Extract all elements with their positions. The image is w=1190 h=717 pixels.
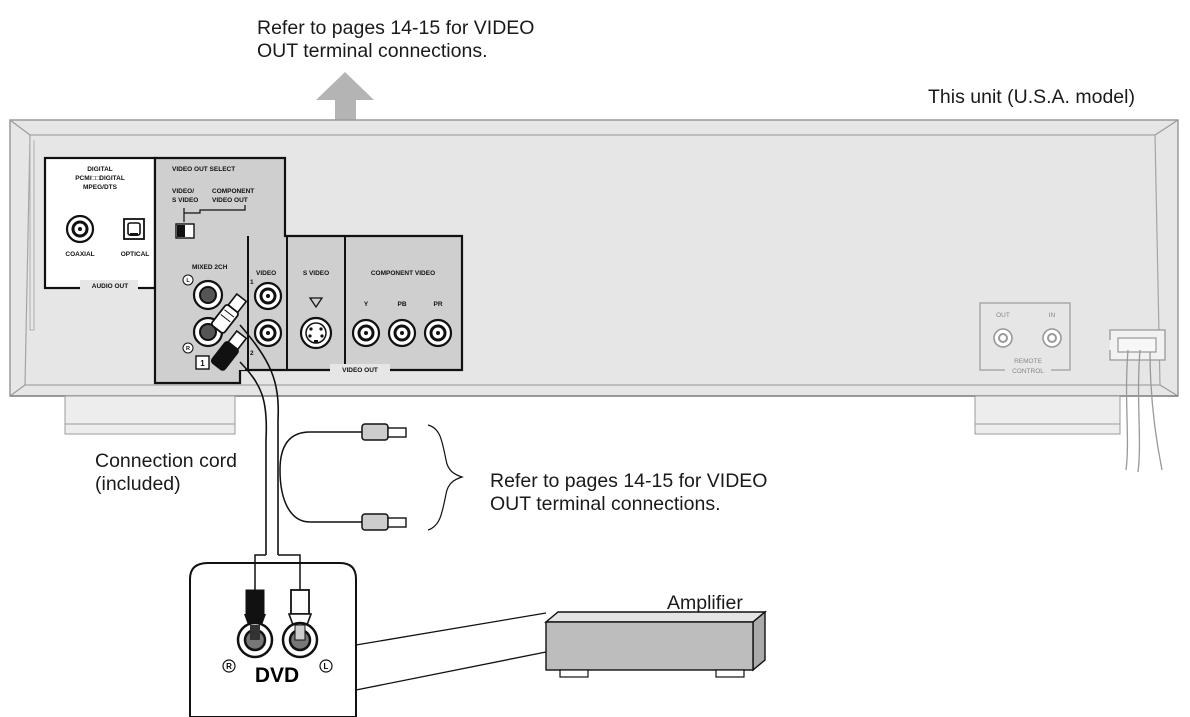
- digital-header-2: PCM/□□DIGITAL: [75, 175, 125, 182]
- remote-out-jack[interactable]: [993, 328, 1013, 348]
- remote-control-label-2: CONTROL: [1012, 368, 1044, 375]
- video-1-label: 1: [250, 279, 254, 286]
- unit-caption: This unit (U.S.A. model): [928, 86, 1135, 108]
- mixed-2ch-plugs: [210, 292, 248, 371]
- digital-audio-out-block: DIGITAL PCM/□□DIGITAL MPEG/DTS COAXIAL O…: [43, 156, 157, 290]
- top-refer-line-2: OUT terminal connections.: [257, 40, 488, 62]
- select-left-2: S VIDEO: [172, 197, 198, 204]
- video-out-select-label: VIDEO OUT SELECT: [172, 166, 235, 173]
- right-refer-line-2: OUT terminal connections.: [490, 493, 721, 515]
- dvd-l-jack: [281, 621, 319, 659]
- video-2-jack[interactable]: [253, 318, 283, 348]
- top-refer-line-1: Refer to pages 14-15 for VIDEO: [257, 17, 535, 39]
- mixed-2ch-label: MIXED 2CH: [192, 264, 228, 271]
- curly-brace: [427, 424, 464, 531]
- branch-plug-top: [361, 423, 407, 441]
- dvd-label: DVD: [255, 664, 299, 687]
- remote-control-label-1: REMOTE: [1014, 358, 1042, 365]
- cord-line-1: Connection cord: [95, 450, 238, 472]
- component-pr-jack[interactable]: [423, 318, 453, 348]
- video-out-branch-cables: [279, 423, 464, 531]
- video-out-label: VIDEO OUT: [342, 367, 378, 374]
- comp-y-label: Y: [364, 301, 369, 308]
- video-composite-block: VIDEO 1 2: [247, 236, 283, 370]
- s-video-jack[interactable]: [299, 316, 333, 350]
- mixed-2ch-l-jack[interactable]: [192, 279, 224, 311]
- s-video-triangle-icon: [308, 297, 324, 309]
- right-refer-line-1: Refer to pages 14-15 for VIDEO: [490, 470, 768, 492]
- branch-plug-bottom: [361, 513, 407, 531]
- right-refer-note: Refer to pages 14-15 for VIDEO OUT termi…: [490, 470, 767, 516]
- select-right-2: VIDEO OUT: [212, 197, 248, 204]
- remote-out-label: OUT: [996, 312, 1010, 319]
- unit-feet: [64, 395, 1121, 435]
- mixed-l-mark: L: [186, 278, 190, 284]
- video-out-select-switch[interactable]: [175, 223, 195, 239]
- dvd-l-plug: [287, 589, 313, 626]
- dvd-l-mark: L: [324, 662, 329, 671]
- cord-line-2: (included): [95, 473, 181, 495]
- comp-pb-label: PB: [397, 301, 406, 308]
- digital-header-3: MPEG/DTS: [83, 184, 118, 191]
- dvd-r-mark: R: [226, 662, 232, 671]
- dvd-r-plug: [244, 589, 266, 625]
- audio-out-label: AUDIO OUT: [92, 283, 129, 290]
- optical-label: OPTICAL: [121, 251, 150, 258]
- s-video-label: S VIDEO: [303, 270, 329, 277]
- video-label: VIDEO: [256, 270, 276, 277]
- component-y-jack[interactable]: [351, 318, 381, 348]
- component-video-label: COMPONENT VIDEO: [371, 270, 435, 277]
- power-cord: [1109, 329, 1166, 473]
- dvd-inset: R L DVD: [189, 554, 547, 717]
- dvd-r-jack: [236, 621, 274, 659]
- remote-in-label: IN: [1049, 312, 1056, 319]
- video-1-jack[interactable]: [253, 281, 283, 311]
- component-video-block: COMPONENT VIDEO Y PB PR VIDEO OUT: [330, 270, 453, 374]
- coaxial-jack[interactable]: [65, 214, 95, 244]
- optical-jack[interactable]: [123, 218, 145, 240]
- digital-header-1: DIGITAL: [87, 166, 113, 173]
- amplifier: [544, 610, 767, 678]
- remote-in-jack[interactable]: [1042, 328, 1062, 348]
- top-refer-note: Refer to pages 14-15 for VIDEO OUT termi…: [257, 17, 534, 63]
- mixed-r-mark: R: [186, 346, 190, 352]
- remote-control-block: OUT IN REMOTE CONTROL: [979, 302, 1071, 376]
- coaxial-label: COAXIAL: [65, 251, 94, 258]
- select-left-1: VIDEO/: [172, 188, 194, 195]
- connection-cord: [239, 324, 280, 555]
- connection-cord-label: Connection cord (included): [95, 450, 237, 496]
- s-video-block: S VIDEO: [286, 236, 346, 370]
- select-right-1: COMPONENT: [212, 188, 254, 195]
- comp-pr-label: PR: [433, 301, 442, 308]
- video-2-label: 2: [250, 350, 254, 357]
- amplifier-label: Amplifier: [667, 592, 743, 614]
- jack-number: 1: [200, 359, 205, 368]
- component-pb-jack[interactable]: [387, 318, 417, 348]
